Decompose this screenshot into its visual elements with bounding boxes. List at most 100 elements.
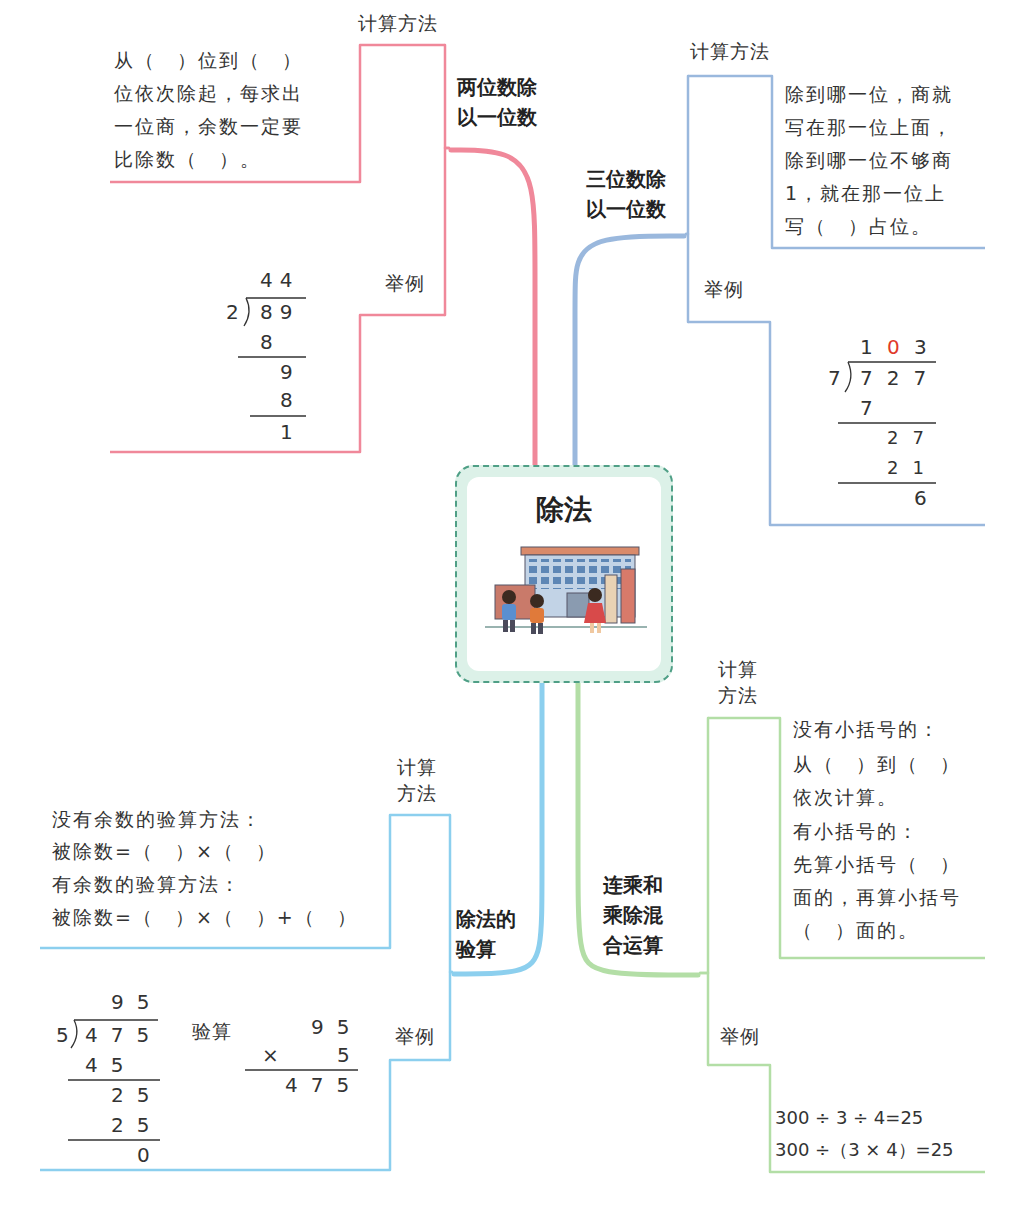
gate-pillar xyxy=(621,569,635,623)
school-wall xyxy=(495,585,535,619)
branch-line xyxy=(686,234,688,322)
branch-line xyxy=(445,148,449,315)
branch-label: 三位数除以一位数 xyxy=(580,158,686,236)
node-text: 从（ ）位到（ ）位依次除起，每求出一位商，余数一定要比除数（ ）。 xyxy=(114,44,319,176)
branch-line xyxy=(686,76,688,234)
node-text: 被除数=（ ）×（ ）+（ ） xyxy=(52,901,382,934)
pupil-figure xyxy=(584,588,606,633)
node-heading: 计算方法 xyxy=(397,754,441,806)
node-text: 95 xyxy=(311,1015,371,1039)
node-text: 6 xyxy=(914,486,934,510)
node-text: 21 xyxy=(887,456,937,480)
node-text: 5 xyxy=(56,1023,76,1047)
node-text: 除到哪一位，商就写在那一位上面，除到哪一位不够商1，就在那一位上写（ ）占位。 xyxy=(785,78,965,243)
division-stroke xyxy=(250,415,306,416)
branch-line xyxy=(454,683,542,974)
node-text: 300 ÷ 3 ÷ 4=25 xyxy=(775,1106,980,1130)
center-ground xyxy=(455,465,673,683)
example-panel: 举例 300 ÷ 3 ÷ 4=25 300 ÷（3 × 4）=25 xyxy=(708,1010,985,1178)
node-text: 没有余数的验算方法： xyxy=(52,803,382,836)
node-heading: 除法的验算 xyxy=(456,904,522,964)
division-stroke xyxy=(246,297,306,298)
node-heading: 举例 xyxy=(385,270,435,296)
node-text: 有小括号的： xyxy=(793,815,978,848)
node-text: 45 xyxy=(85,1053,145,1077)
building-roof xyxy=(521,547,639,555)
branch-label: 连乘和乘除混合运算 xyxy=(597,862,700,975)
node-heading: 两位数除以一位数 xyxy=(457,72,547,132)
node-text: 1 xyxy=(280,420,300,444)
branch-label: 除法的验算 xyxy=(452,898,538,974)
step-outline xyxy=(688,76,985,248)
node-text: 27 xyxy=(887,426,937,450)
step-outline xyxy=(708,1065,985,1172)
node-text: 被除数=（ ）×（ ） xyxy=(52,835,382,868)
node-text: 727 xyxy=(860,366,940,390)
node-text: 7 xyxy=(860,396,880,420)
node-text: 5 xyxy=(337,1043,357,1067)
node-heading: 除法 xyxy=(457,493,671,527)
node-text: 0 xyxy=(137,1143,157,1167)
division-stroke xyxy=(238,356,306,357)
node-text: 没有小括号的： xyxy=(793,713,978,746)
node-text: 89 xyxy=(260,300,320,324)
node-text: 44 xyxy=(260,268,320,292)
division-stroke xyxy=(68,1079,160,1080)
node-text: 8 xyxy=(260,330,280,354)
node-heading: 举例 xyxy=(395,1023,445,1049)
branch-line xyxy=(451,150,535,465)
division-stroke xyxy=(838,422,936,423)
pupil-figure xyxy=(502,590,516,632)
step-outline xyxy=(110,315,445,452)
division-stroke xyxy=(845,362,851,392)
branch-line xyxy=(450,972,452,1060)
node-text: 300 ÷（3 × 4）=25 xyxy=(775,1138,980,1162)
method-panel: 计算方法从（ ）位到（ ）位依次除起，每求出一位商，余数一定要比除数（ ）。 xyxy=(110,8,445,186)
method-panel: 计算方法没有余数的验算方法：被除数=（ ）×（ ）有余数的验算方法：被除数=（ … xyxy=(40,752,450,952)
node-text: 9 xyxy=(280,360,300,384)
node-heading: 计算方法 xyxy=(718,656,762,708)
node-text: 25 xyxy=(111,1083,171,1107)
step-outline xyxy=(110,45,445,182)
node-heading: 计算方法 xyxy=(690,38,780,64)
node-text: 先算小括号（ ）面的，再算小括号（ ）面的。 xyxy=(793,848,978,947)
node-text: × xyxy=(262,1043,282,1067)
branch-line xyxy=(575,236,684,465)
step-outline xyxy=(40,815,450,948)
method-panel: 计算方法没有小括号的：从（ ）到（ ）依次计算。有小括号的：先算小括号（ ）面的… xyxy=(708,652,985,962)
pupil-figure xyxy=(530,594,544,634)
panel-outline xyxy=(688,270,985,528)
branch-line xyxy=(578,683,698,975)
node-text: 95 xyxy=(111,990,171,1014)
node-text: 1 xyxy=(860,335,880,359)
branch-label: 两位数除以一位数 xyxy=(449,70,565,150)
node-text: 25 xyxy=(111,1113,171,1137)
node-heading: 连乘和乘除混合运算 xyxy=(603,870,669,960)
division-stroke xyxy=(244,298,249,326)
node-text: 2 xyxy=(226,300,246,324)
example-panel: 举例1037727727216 xyxy=(688,270,985,528)
node-heading: 举例 xyxy=(720,1023,770,1049)
branch-line xyxy=(700,718,708,973)
branch-line xyxy=(700,973,708,1065)
node-heading: 计算方法 xyxy=(358,10,448,36)
node-text: 475 xyxy=(85,1023,165,1047)
example-panel: 举例442898981 xyxy=(110,268,445,454)
center-topic: 除法 xyxy=(455,465,673,683)
node-text: 验算 xyxy=(192,1018,242,1044)
branch-line xyxy=(450,815,452,972)
division-stroke xyxy=(68,1139,160,1140)
building-door xyxy=(567,593,589,617)
step-outline xyxy=(708,718,985,958)
gate-pillar xyxy=(605,575,617,623)
node-text: 475 xyxy=(285,1073,365,1097)
division-stroke xyxy=(245,1069,358,1070)
method-panel: 计算方法除到哪一位，商就写在那一位上面，除到哪一位不够商1，就在那一位上写（ ）… xyxy=(688,36,985,252)
panel-outline xyxy=(110,268,445,454)
division-stroke xyxy=(848,361,936,362)
division-stroke xyxy=(838,482,936,483)
step-outline xyxy=(688,322,985,525)
division-stroke xyxy=(74,1019,158,1020)
node-text: 7 xyxy=(828,366,848,390)
